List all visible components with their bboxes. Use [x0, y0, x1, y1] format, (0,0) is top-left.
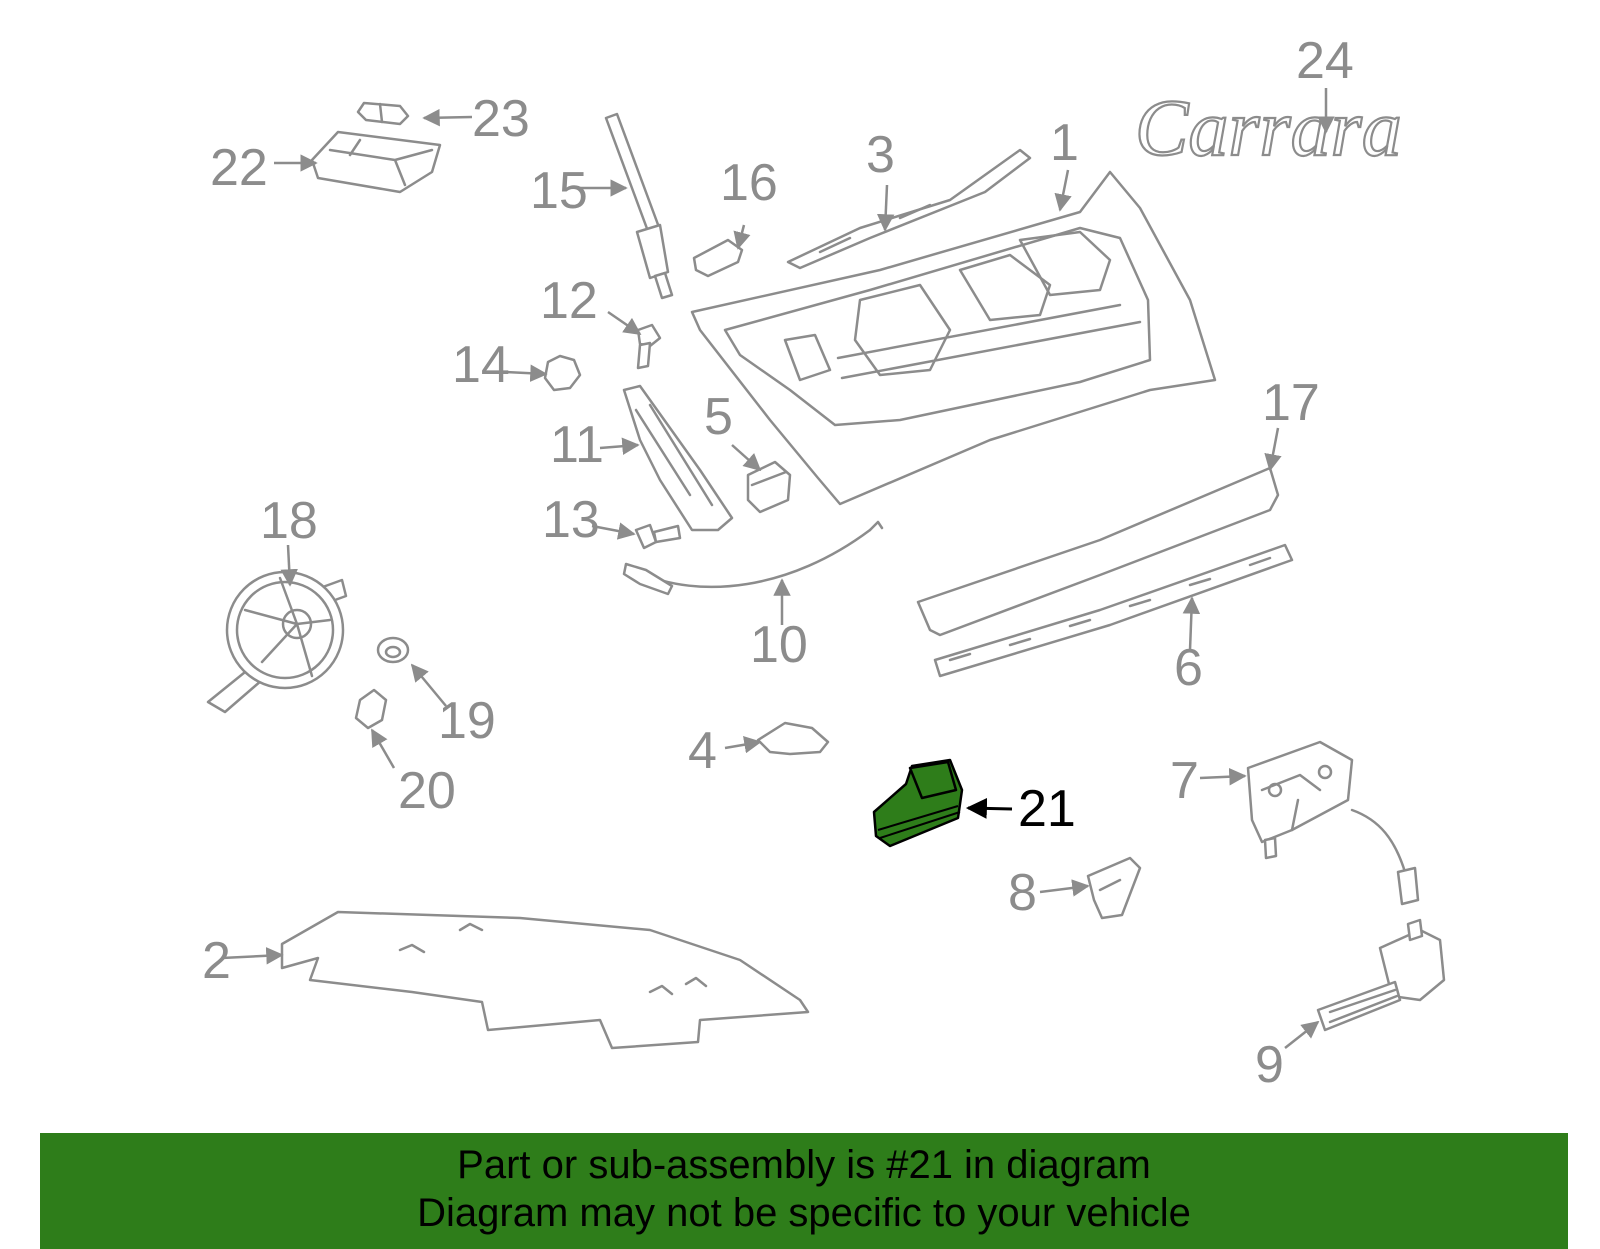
part-15-gas-strut — [604, 112, 674, 300]
part-1-deck-lid — [690, 170, 1217, 506]
callout-12: 12 — [540, 272, 598, 330]
part-6-seal-strip — [933, 543, 1294, 678]
part-21-boot-highlighted — [872, 758, 964, 848]
callout-18: 18 — [260, 492, 318, 550]
part-16-bumper — [692, 238, 744, 278]
info-banner: Part or sub-assembly is #21 in diagram D… — [40, 1133, 1568, 1249]
callout-11: 11 — [550, 416, 604, 474]
callout-20: 20 — [398, 762, 456, 820]
callout-labels: 1 2 3 4 5 6 7 8 9 10 11 12 13 14 15 16 1… — [202, 32, 1354, 1094]
part-23-bulb — [356, 101, 410, 126]
callout-1: 1 — [1050, 114, 1079, 172]
callout-9: 9 — [1255, 1036, 1284, 1094]
callout-6: 6 — [1174, 639, 1203, 697]
callout-3: 3 — [866, 126, 895, 184]
part-10-release-cable — [622, 520, 884, 596]
part-11-hinge — [622, 384, 734, 532]
callout-2: 2 — [202, 932, 231, 990]
part-18-fan — [206, 570, 348, 714]
part-22-light-housing — [310, 130, 442, 194]
part-14-cap — [543, 354, 582, 392]
banner-line-disclaimer: Diagram may not be specific to your vehi… — [417, 1191, 1191, 1235]
callout-24: 24 — [1296, 32, 1354, 90]
part-5-buffer — [746, 460, 792, 514]
part-4-cover — [756, 721, 830, 756]
leader-lines — [221, 88, 1335, 1049]
callout-22: 22 — [210, 139, 268, 197]
callout-7: 7 — [1170, 752, 1199, 810]
carrara-logo: Carrara — [1135, 85, 1402, 173]
part-17-trim-strip — [916, 466, 1280, 637]
callout-16: 16 — [720, 154, 778, 212]
callout-15: 15 — [530, 162, 588, 220]
callout-19: 19 — [438, 692, 496, 750]
callout-5: 5 — [704, 388, 733, 446]
callout-17: 17 — [1262, 374, 1320, 432]
callout-14: 14 — [452, 336, 510, 394]
callout-10: 10 — [750, 616, 808, 674]
part-19-grommet — [376, 636, 410, 664]
part-13-bolt — [634, 523, 682, 550]
callout-8: 8 — [1008, 864, 1037, 922]
part-8-bracket — [1086, 856, 1142, 920]
callout-4: 4 — [688, 722, 717, 780]
part-2-insulation-pad — [280, 910, 810, 1050]
part-7-latch — [1246, 740, 1420, 906]
part-9-lock-actuator — [1316, 918, 1446, 1032]
part-24-carrara-badge: Carrara — [1134, 84, 1403, 174]
banner-line-part-info: Part or sub-assembly is #21 in diagram — [457, 1143, 1151, 1187]
callout-13: 13 — [542, 491, 600, 549]
callout-23: 23 — [472, 90, 530, 148]
callout-21: 21 — [1018, 780, 1076, 838]
part-12-bolt — [636, 323, 662, 370]
part-20-nut — [354, 688, 388, 730]
